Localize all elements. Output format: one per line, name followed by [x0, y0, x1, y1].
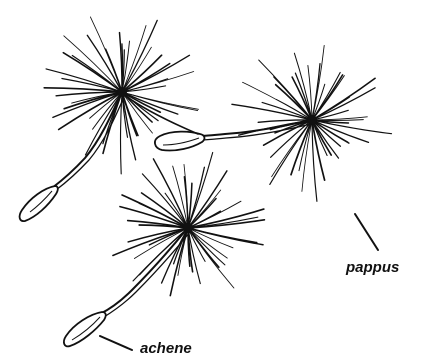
pappus-leader-line	[355, 214, 378, 250]
pappus-bristle	[87, 35, 122, 92]
achene-label: achene	[140, 341, 192, 356]
pappus-bristle	[122, 44, 123, 92]
beak-stalk	[100, 230, 186, 314]
pappus-bristle	[63, 53, 122, 92]
pappus-bristle	[188, 220, 264, 228]
pappus-tuft	[113, 153, 265, 296]
achene-leader-line	[100, 336, 132, 350]
pappus-bristle	[312, 88, 375, 120]
seed-lower	[64, 153, 264, 347]
seed-upper-left	[20, 17, 199, 221]
pappus-tuft	[232, 45, 392, 201]
pappus-bristle	[274, 77, 312, 120]
pappus-bristle	[312, 78, 375, 120]
pappus-bristle	[122, 20, 157, 92]
beak-stalk	[52, 96, 120, 188]
pappus-label: pappus	[346, 260, 399, 275]
pappus-bristle	[120, 33, 123, 92]
